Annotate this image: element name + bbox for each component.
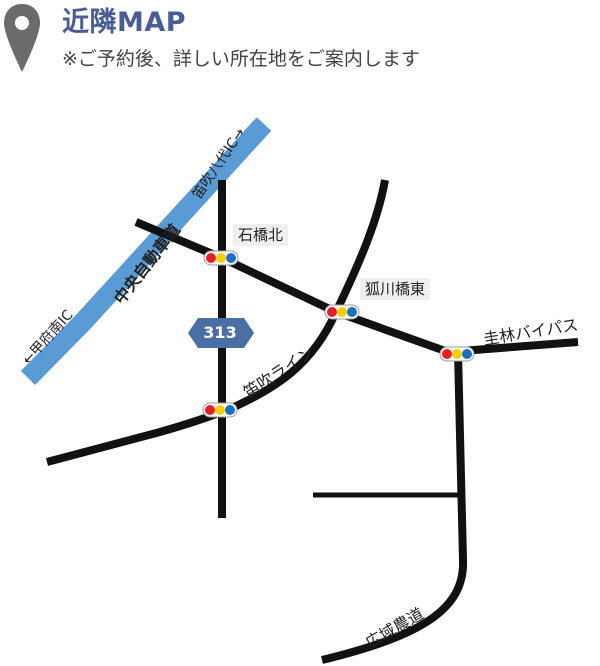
page-title: 近隣MAP bbox=[62, 7, 187, 38]
signal-keirin bbox=[439, 346, 475, 362]
koiki-nodo-road bbox=[321, 351, 468, 664]
route-number-label: 313 bbox=[203, 323, 237, 342]
route-313-shield bbox=[188, 318, 254, 348]
signal-kitsunegawa-bashi-higashi bbox=[324, 304, 360, 320]
intersection-label-ishibashi-kita: 石橋北 bbox=[233, 224, 289, 246]
signal-route-313-fuefuki bbox=[202, 402, 238, 418]
intersection-label-kitsunegawa-bashi-higashi: 狐川橋東 bbox=[360, 278, 431, 300]
location-pin-icon bbox=[4, 4, 40, 72]
page-subtitle: ※ご予約後、詳しい所在地をご案内します bbox=[62, 48, 420, 70]
expressway-road bbox=[20, 117, 272, 386]
signal-ishibashi-kita bbox=[203, 250, 239, 266]
